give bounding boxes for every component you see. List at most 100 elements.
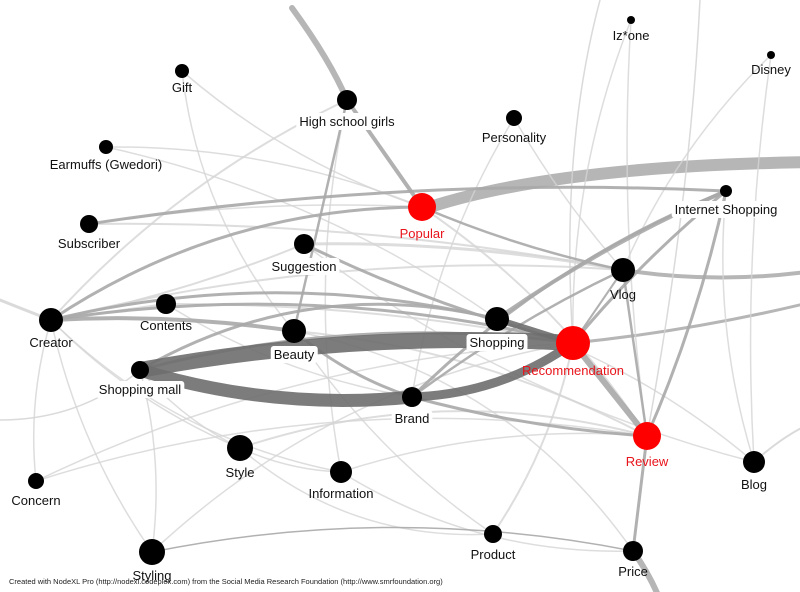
node-style (227, 435, 253, 461)
label-bg-shopping (466, 334, 528, 351)
vlog-edge-offscreen (621, 268, 800, 280)
edge-shoppingmall-style (139, 369, 241, 449)
label-suggestion: Suggestion (271, 259, 336, 274)
label-style: Style (226, 465, 255, 480)
label-personality: Personality (482, 130, 547, 145)
edge-izone-recommendation (572, 19, 632, 344)
label-shopping: Shopping (470, 335, 525, 350)
edge-internet-blog (722, 190, 755, 463)
label-gift: Gift (172, 80, 193, 95)
label-hsgirls: High school girls (299, 114, 395, 129)
top-edge-offscreen (569, 0, 601, 344)
recommendation-edge-offscreen (571, 303, 800, 345)
label-contents: Contents (140, 318, 193, 333)
label-internet: Internet Shopping (675, 202, 778, 217)
label-review: Review (626, 454, 669, 469)
node-personality (506, 110, 522, 126)
label-bg-beauty (270, 346, 318, 363)
label-popular: Popular (400, 226, 445, 241)
edge-creator-suggestion (50, 243, 305, 321)
label-price: Price (618, 564, 648, 579)
label-concern: Concern (11, 493, 60, 508)
label-recommendation: Recommendation (522, 363, 624, 378)
edge-shoppingmall-shopping (138, 302, 499, 372)
edge-earmuffs-popular (105, 146, 423, 208)
label-disney: Disney (751, 62, 791, 77)
node-suggestion (294, 234, 314, 254)
label-izone: Iz*one (613, 28, 650, 43)
edge-creator-popular (49, 205, 424, 322)
label-product: Product (471, 547, 516, 562)
label-bg-hsgirls (296, 113, 399, 130)
edge-product-recommendation (492, 342, 574, 535)
node-styling (139, 539, 165, 565)
edge-style-product (239, 447, 494, 536)
label-shoppingmall: Shopping mall (99, 382, 181, 397)
node-product (484, 525, 502, 543)
node-contents (156, 294, 176, 314)
node-brand (402, 387, 422, 407)
node-shopping (485, 307, 509, 331)
node-disney (767, 51, 775, 59)
hsgirls-edge-offscreen (289, 5, 350, 103)
edge-popular-review (421, 206, 648, 437)
edge-brand-vlog (410, 268, 625, 399)
edge-concern-review (35, 417, 648, 482)
edge-style-review (239, 410, 648, 449)
node-review (633, 422, 661, 450)
edge-subscriber-vlog (88, 222, 624, 271)
label-information: Information (308, 486, 373, 501)
edge-creator-beauty (49, 316, 296, 333)
mall-edge-offscreen (0, 369, 141, 421)
edge-creator-concern (32, 319, 52, 482)
edge-vlog-review (621, 268, 649, 438)
node-vlog (611, 258, 635, 282)
node-blog (743, 451, 765, 473)
label-bg-suggestion (268, 258, 340, 275)
node-popular (408, 193, 436, 221)
node-price (623, 541, 643, 561)
edge-disney-vlog (622, 54, 772, 271)
edge-price-styling (151, 526, 634, 553)
label-brand: Brand (395, 411, 430, 426)
label-bg-brand (391, 410, 433, 427)
edge-creator-information (50, 319, 342, 473)
label-blog: Blog (741, 477, 767, 492)
node-recommendation (556, 326, 590, 360)
node-earmuffs (99, 140, 113, 154)
edge-information-review (340, 432, 648, 473)
edge-personality-brand (411, 117, 515, 398)
edge-disney-blog (749, 54, 772, 463)
node-subscriber (80, 215, 98, 233)
edge-information-price (340, 471, 634, 552)
nodes-layer (28, 16, 775, 565)
edge-creator-styling (50, 319, 153, 553)
edge-review-internet (645, 189, 728, 438)
node-gift (175, 64, 189, 78)
credit-footer: Created with NodeXL Pro (http://nodexl.c… (9, 577, 443, 586)
edge-hsgirls-popular (345, 98, 424, 209)
edge-styling-recommendation (151, 342, 574, 553)
node-concern (28, 473, 44, 489)
node-beauty (282, 319, 306, 343)
label-vlog: Vlog (610, 287, 636, 302)
node-internet (720, 185, 732, 197)
label-earmuffs: Earmuffs (Gwedori) (50, 157, 162, 172)
node-izone (627, 16, 635, 24)
edge-popular-vlog (420, 205, 625, 272)
node-information (330, 461, 352, 483)
edge-personality-vlog (513, 117, 624, 271)
label-styling: Styling (132, 568, 171, 583)
label-bg-internet (671, 201, 781, 218)
label-creator: Creator (29, 335, 73, 350)
edge-hsgirls-information (324, 99, 348, 473)
edge-gift-popular (181, 70, 423, 208)
edge-brand-review (410, 395, 649, 438)
edge-subscriber-internet (87, 185, 728, 226)
popular-edge-offscreen (424, 156, 800, 213)
label-subscriber: Subscriber (58, 236, 121, 251)
node-hsgirls (337, 90, 357, 110)
